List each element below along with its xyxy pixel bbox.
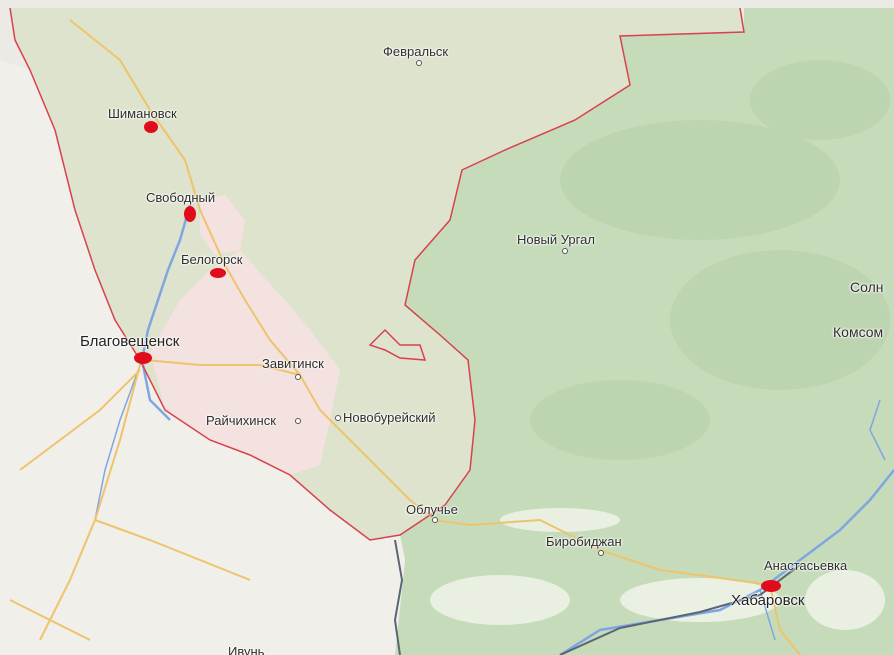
label-soln-partial: Солн <box>850 279 884 295</box>
river-lines <box>94 204 894 655</box>
label-novobureysky: Новобурейский <box>343 410 436 425</box>
label-khabarovsk: Хабаровск <box>731 592 805 609</box>
marker-belogorsk <box>210 268 226 278</box>
town-dots <box>295 60 604 556</box>
label-anastasyevka: Анастасьевка <box>764 558 848 573</box>
label-raichikhinsk: Райчихинск <box>206 413 276 428</box>
farmland-area <box>150 250 340 475</box>
farmland-area <box>200 195 245 255</box>
marker-blagoveshchensk <box>134 352 152 364</box>
label-fevralsk: Февральск <box>383 44 449 59</box>
label-zavitinsk: Завитинск <box>262 356 324 371</box>
region-border <box>9 7 745 541</box>
terrain-shading <box>530 60 890 460</box>
label-obluchye: Облучье <box>406 502 458 517</box>
clearing-patches <box>430 508 885 630</box>
city-markers <box>134 121 781 592</box>
label-belogorsk: Белогорск <box>181 252 243 267</box>
label-birobidzhan: Биробиджан <box>546 534 622 549</box>
marker-khabarovsk <box>761 580 781 592</box>
region-border <box>368 328 427 361</box>
marker-shimanovsk <box>144 121 158 133</box>
label-ivun: Ивунь <box>228 644 265 655</box>
road-lines <box>9 19 801 655</box>
label-novy-urgal: Новый Ургал <box>517 232 595 247</box>
label-blagoveshchensk: Благовещенск <box>80 333 180 350</box>
label-komsom-partial: Комсом <box>833 324 884 340</box>
label-svobodny: Свободный <box>146 190 216 205</box>
marker-svobodny <box>184 206 196 222</box>
label-shimanovsk: Шимановск <box>108 106 177 121</box>
china-area <box>0 60 405 655</box>
